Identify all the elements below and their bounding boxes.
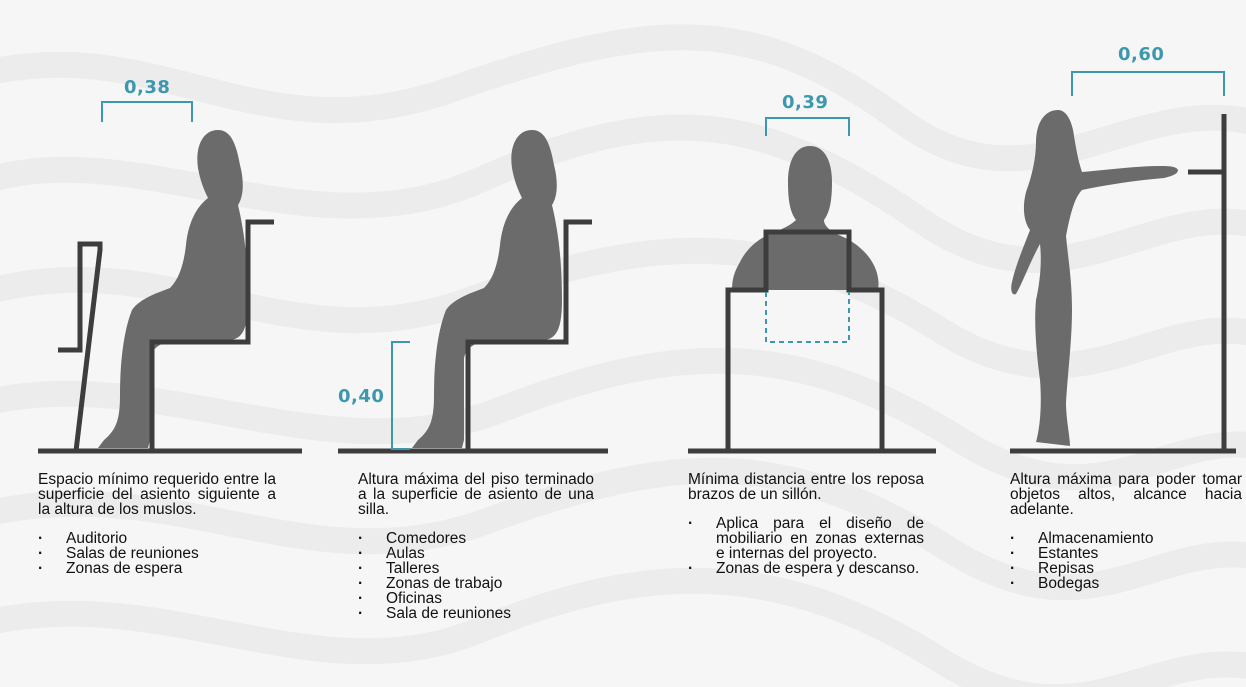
dimension-label: 0,40 (338, 386, 385, 407)
description-text: Altura máxima para poder tomar objetos a… (1010, 471, 1242, 518)
list-item: Aulas (358, 546, 594, 562)
chair (465, 219, 592, 451)
list-item: Repisas (1010, 561, 1242, 577)
list-item: Almacenamiento (1010, 531, 1242, 547)
seated-person-silhouette (412, 130, 562, 448)
armchair-frame (725, 229, 885, 451)
list-item: Oficinas (358, 591, 594, 607)
list-item: Zonas de espera y descanso. (688, 561, 924, 577)
list-item: Bodegas (1010, 576, 1242, 592)
seat-outline-dashed (765, 292, 850, 343)
list-item: Estantes (1010, 546, 1242, 562)
dimension-bracket (391, 341, 410, 450)
list-item: Salas de reuniones (38, 546, 276, 562)
list-item: Auditorio (38, 531, 276, 547)
list-item: Sala de reuniones (358, 606, 594, 622)
panel-description: Altura máxima para poder tomar objetos a… (1010, 471, 1242, 592)
seated-person-silhouette (98, 130, 248, 448)
seated-person-front-silhouette (732, 146, 879, 290)
description-text: Altura máxima del piso terminado a la su… (358, 471, 594, 518)
dimension-bracket (765, 117, 850, 136)
dimension-label: 0,38 (124, 77, 171, 98)
description-text: Espacio mínimo requerido entre la superf… (38, 471, 276, 518)
panel-description: Mínima distancia entre los reposa brazos… (688, 471, 924, 577)
dimension-bracket (1071, 71, 1225, 96)
front-chair (58, 241, 103, 452)
dimension-bracket (101, 101, 193, 122)
description-text: Mínima distancia entre los reposa brazos… (688, 471, 924, 503)
panel-description: Espacio mínimo requerido entre la superf… (38, 471, 276, 577)
list-item: Comedores (358, 531, 594, 547)
list-item: Zonas de espera (38, 561, 276, 577)
panel-description: Altura máxima del piso terminado a la su… (358, 471, 594, 622)
list-item: Talleres (358, 561, 594, 577)
list-item: Zonas de trabajo (358, 576, 594, 592)
usage-list: Aplica para el diseño de mobiliario en z… (688, 516, 924, 577)
dimension-label: 0,39 (782, 92, 829, 113)
usage-list: Comedores Aulas Talleres Zonas de trabaj… (358, 531, 594, 622)
list-item: Aplica para el diseño de mobiliario en z… (688, 516, 924, 562)
dimension-label: 0,60 (1118, 44, 1165, 65)
back-chair (149, 219, 274, 451)
usage-list: Almacenamiento Estantes Repisas Bodegas (1010, 531, 1242, 592)
usage-list: Auditorio Salas de reuniones Zonas de es… (38, 531, 276, 577)
standing-person-silhouette (1011, 110, 1178, 446)
